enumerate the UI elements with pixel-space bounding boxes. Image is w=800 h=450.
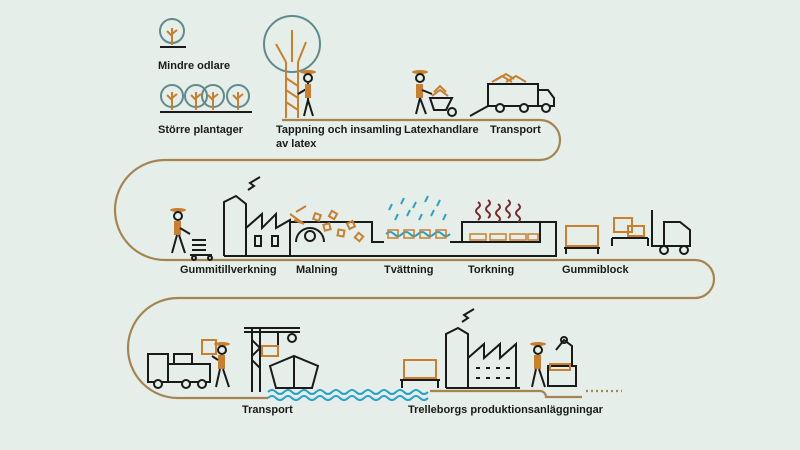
cart-icon: [190, 239, 213, 261]
process-path-end: [430, 389, 582, 399]
worker-icon: [201, 339, 230, 388]
heat-waves-icon: [475, 199, 521, 223]
pallet-icon: [564, 225, 600, 254]
water-waves-icon: [267, 389, 429, 401]
water-spray-icon: [385, 195, 451, 237]
stage-label-plantations: Större plantager: [158, 124, 243, 136]
stage-label-trelleborg: Trelleborgs produktionsanläggningar: [408, 404, 603, 416]
process-path: [113, 118, 716, 400]
stage-label-drying: Torkning: [468, 264, 515, 276]
stage-label-smallholders: Mindre odlare: [158, 60, 231, 72]
stage-label-rubber-block: Gummiblock: [562, 264, 629, 276]
factory-icon: [445, 308, 520, 389]
worker-icon: [530, 342, 546, 388]
truck-icon: [147, 353, 211, 389]
factory-icon: [223, 176, 557, 257]
worker-icon: [170, 208, 191, 254]
truck-icon: [469, 72, 555, 117]
stage-label-washing: Tvättning: [384, 264, 434, 276]
tapped-tree-icon: [263, 15, 321, 118]
forklift-icon: [611, 210, 691, 255]
washing-tank-icon: [387, 229, 447, 239]
stage-label-latex-dealer: Latexhandlare: [404, 124, 479, 136]
stage-label-grinding: Malning: [296, 264, 338, 276]
tree-icon: [159, 18, 186, 48]
ship-icon: [268, 354, 320, 389]
robot-arm-icon: [547, 336, 577, 387]
stage-label-tapping-line1: Tappning och insamling: [276, 124, 402, 136]
worker-icon: [297, 70, 316, 117]
wheelbarrow-icon: [428, 84, 457, 117]
plantation-trees-icon: [160, 84, 252, 113]
crane-icon: [244, 327, 300, 392]
grinder-icon: [289, 205, 365, 243]
stage-label-tapping-line2: av latex: [276, 138, 317, 150]
stage-label-rubber-processing: Gummitillverkning: [180, 264, 277, 276]
worker-icon: [412, 70, 433, 115]
drying-trays-icon: [469, 233, 539, 241]
stage-label-transport-1: Transport: [490, 124, 541, 136]
stage-label-transport-2: Transport: [242, 404, 293, 416]
pallet-icon: [400, 359, 440, 388]
